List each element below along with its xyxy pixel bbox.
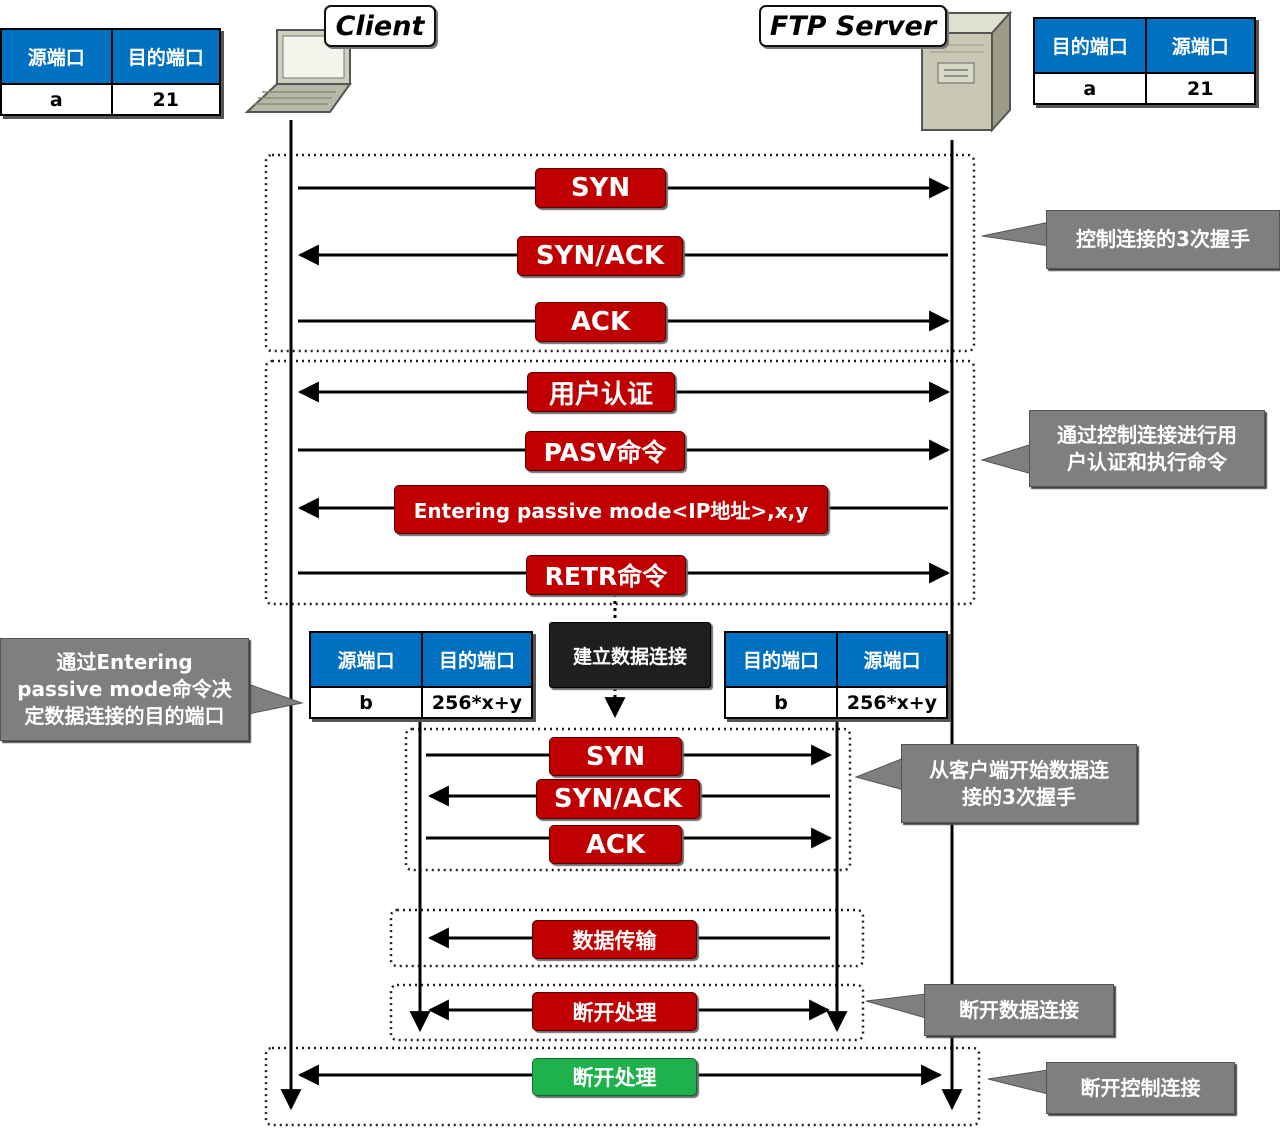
client-port-value-dst: 21 [110, 85, 220, 114]
establish-data-connection-box: 建立数据连接 [549, 622, 711, 688]
msg-data-syn: SYN [549, 737, 682, 776]
callout-pointer-close-data [865, 993, 927, 1019]
client-port-value-src: a [49, 88, 63, 111]
msg-ack: ACK [535, 302, 666, 342]
callout-pointer-data-handshake [854, 757, 905, 791]
server-port-header-dst: 目的端口 [1035, 19, 1145, 74]
server-data-port-header-src: 源端口 [836, 633, 946, 688]
callout-close-data: 断开数据连接 [924, 984, 1114, 1036]
server-port-header-src: 源端口 [1144, 19, 1254, 74]
msg-data-synack: SYN/ACK [536, 779, 700, 819]
callout-passive-mode-line3: 定数据连接的目的端口 [24, 704, 225, 728]
client-title: Client [324, 5, 436, 47]
msg-retr: RETR命令 [526, 555, 686, 595]
client-port-table: 源端口 目的端口 a 21 [0, 28, 221, 116]
callout-auth-commands-line2: 户认证和执行命令 [1067, 449, 1227, 474]
msg-control-close: 断开处理 [532, 1058, 697, 1096]
control-handshake-group [264, 153, 976, 353]
control-close-group [264, 1046, 981, 1127]
callout-passive-mode: 通过Entering passive mode命令决 定数据连接的目的端口 [0, 638, 249, 741]
server-data-port-value-dst: b [774, 691, 788, 714]
callout-data-handshake-line2: 接的3次握手 [962, 784, 1076, 809]
client-data-port-table: 源端口 目的端口 b 256*x+y [309, 631, 533, 719]
data-transfer-group [389, 908, 865, 968]
msg-data-ack: ACK [549, 825, 682, 864]
data-close-group [389, 983, 865, 1042]
callout-close-control: 断开控制连接 [1046, 1062, 1235, 1114]
callout-pointer-auth [980, 443, 1033, 475]
server-port-value-src: 21 [1144, 74, 1255, 103]
callout-handshake: 控制连接的3次握手 [1046, 210, 1280, 269]
data-handshake-group [404, 727, 852, 872]
client-port-header-src: 源端口 [2, 30, 111, 85]
client-port-header-dst: 目的端口 [110, 30, 219, 85]
msg-syn: SYN [535, 168, 666, 208]
server-tower-icon [919, 10, 1013, 133]
msg-data-close: 断开处理 [532, 992, 697, 1031]
msg-data-transfer: 数据传输 [532, 920, 697, 959]
msg-entering: Entering passive mode<IP地址>,x,y [394, 485, 828, 534]
callout-passive-mode-line2: passive mode命令决 [17, 677, 232, 701]
msg-synack: SYN/ACK [517, 236, 683, 276]
callout-data-handshake-line1: 从客户端开始数据连 [929, 757, 1109, 782]
callout-auth-commands-line1: 通过控制连接进行用 [1057, 422, 1237, 447]
callout-passive-mode-line1: 通过Entering [56, 650, 193, 674]
client-data-port-value-dst: 256*x+y [421, 688, 531, 717]
server-port-value-dst: a [1083, 77, 1097, 100]
server-data-port-header-dst: 目的端口 [726, 633, 836, 688]
server-data-port-table: 目的端口 源端口 b 256*x+y [724, 631, 948, 719]
client-data-port-header-src: 源端口 [311, 633, 421, 688]
client-data-port-value-src: b [359, 691, 373, 714]
server-data-port-value-src: 256*x+y [836, 688, 946, 717]
server-title: FTP Server [759, 5, 947, 47]
callout-auth-commands: 通过控制连接进行用 户认证和执行命令 [1029, 410, 1265, 487]
callout-pointer-close-control [987, 1069, 1049, 1095]
server-port-table: 目的端口 源端口 a 21 [1033, 17, 1256, 105]
client-data-port-header-dst: 目的端口 [421, 633, 531, 688]
control-commands-group [264, 359, 976, 606]
msg-auth: 用户认证 [527, 372, 675, 412]
msg-pasv: PASV命令 [525, 431, 685, 471]
callout-pointer-handshake [981, 221, 1051, 247]
callout-data-handshake: 从客户端开始数据连 接的3次握手 [901, 744, 1137, 823]
callout-pointer-passive [247, 683, 304, 715]
